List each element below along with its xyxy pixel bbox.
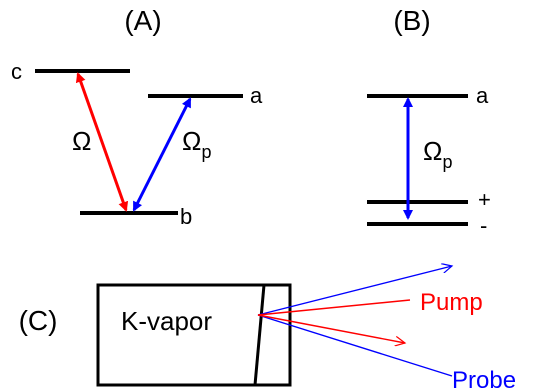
level-plus-label: + bbox=[478, 187, 491, 212]
panel-b-title: (B) bbox=[393, 5, 430, 36]
panel-c-title: (C) bbox=[19, 305, 58, 336]
probe-beam-lower bbox=[257, 314, 453, 377]
pump-beam-upper bbox=[257, 299, 411, 316]
probe-rabi-label-a: Ωp bbox=[182, 126, 211, 162]
probe-rabi-label-b: Ωp bbox=[423, 136, 452, 172]
coupling-rabi-label: Ω bbox=[72, 126, 91, 156]
level-minus-label: - bbox=[480, 213, 487, 238]
panel-a: c a b Ω Ωp bbox=[11, 59, 263, 229]
level-a-label: a bbox=[250, 83, 263, 108]
panel-c: K-vapor Pump Probe bbox=[96, 266, 516, 391]
level-c-label: c bbox=[11, 59, 22, 84]
probe-label: Probe bbox=[452, 367, 516, 391]
cell-window bbox=[253, 284, 266, 386]
pump-label: Pump bbox=[420, 289, 483, 316]
level-b-label: b bbox=[180, 204, 192, 229]
vapor-cell-label: K-vapor bbox=[121, 306, 212, 336]
pump-beam-lower bbox=[257, 314, 405, 343]
probe-beam-upper bbox=[257, 266, 452, 316]
coupling-arrow bbox=[75, 72, 129, 212]
vapor-cell bbox=[96, 283, 292, 387]
probe-arrow-a bbox=[132, 97, 192, 212]
panel-b: a + - Ωp bbox=[367, 83, 491, 238]
panel-a-title: (A) bbox=[124, 5, 161, 36]
level-a-label-b: a bbox=[476, 83, 489, 108]
